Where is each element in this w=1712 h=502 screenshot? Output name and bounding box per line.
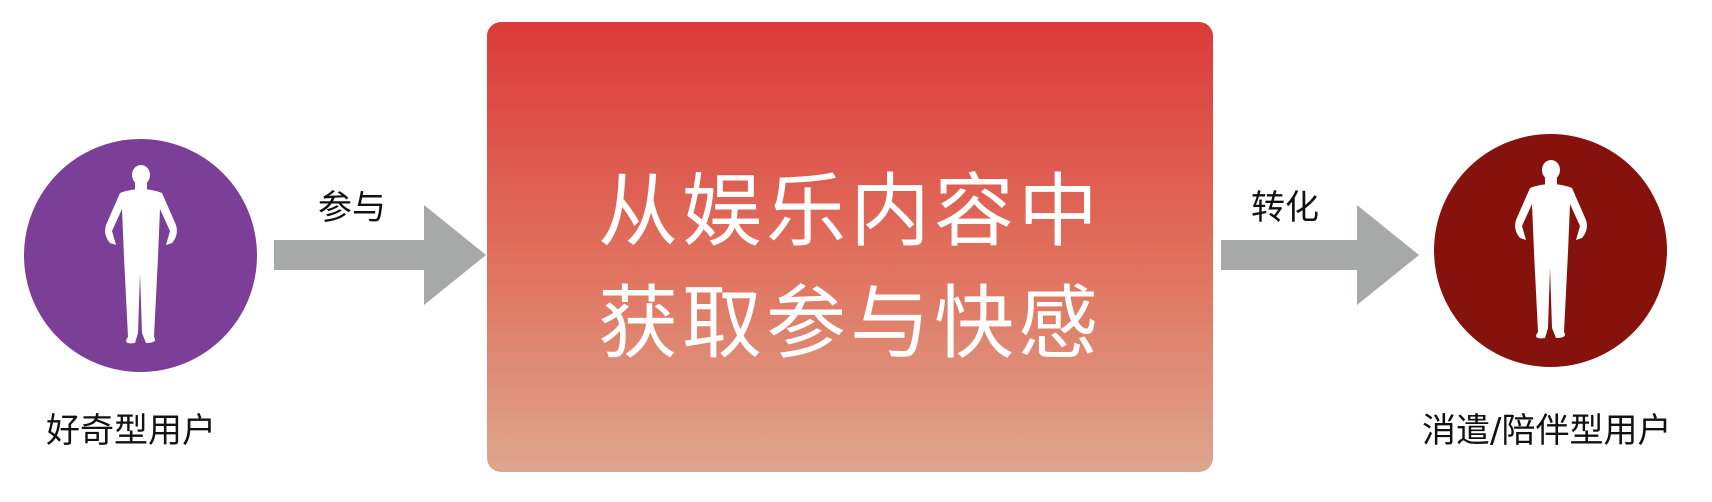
right-arrow-icon — [1221, 205, 1419, 305]
center-text-line-1: 从娱乐内容中 — [598, 165, 1102, 258]
participate-label: 参与 — [318, 188, 386, 228]
right-arrow-icon — [274, 205, 486, 305]
central-process-box: 从娱乐内容中 获取参与快感 — [487, 22, 1213, 472]
center-text-line-2: 获取参与快感 — [598, 277, 1102, 370]
leisure-user-circle — [1434, 134, 1667, 367]
person-silhouette-icon — [1515, 160, 1587, 339]
curious-user-circle — [24, 139, 257, 372]
person-silhouette-icon — [105, 165, 177, 344]
curious-user-label: 好奇型用户 — [46, 411, 216, 451]
leisure-user-label: 消遣/陪伴型用户 — [1422, 411, 1672, 451]
convert-label: 转化 — [1251, 188, 1319, 228]
